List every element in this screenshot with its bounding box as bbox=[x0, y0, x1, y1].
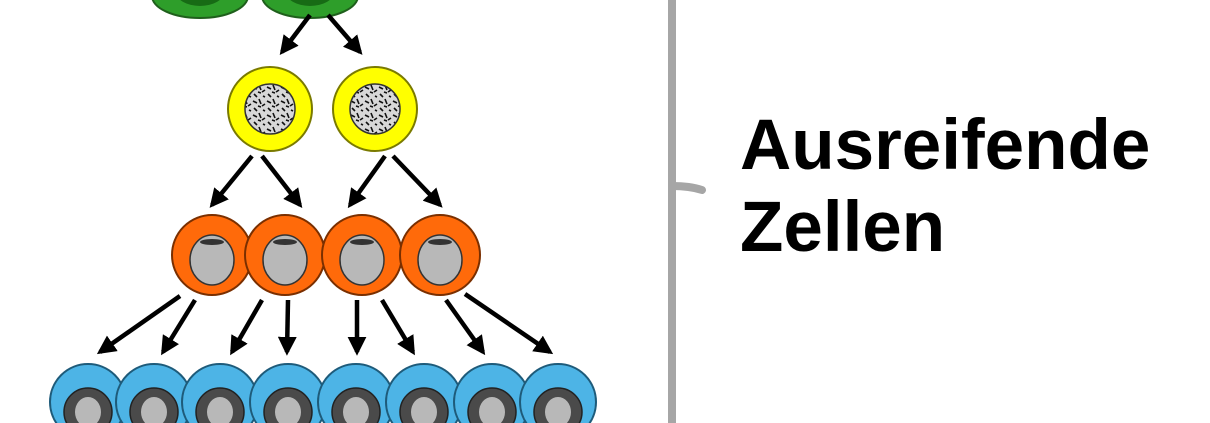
stem-cells bbox=[151, 0, 359, 19]
maturing-cells-label: Ausreifende Zellen bbox=[740, 105, 1150, 269]
arrows-tier1 bbox=[209, 154, 443, 209]
tier1-cells bbox=[227, 66, 418, 152]
label-line-2: Zellen bbox=[740, 188, 946, 267]
tier3-cells bbox=[49, 363, 597, 423]
bracket bbox=[668, 0, 706, 423]
tier2-cells bbox=[171, 214, 481, 296]
label-line-1: Ausreifende bbox=[740, 106, 1151, 185]
arrows-tier2 bbox=[96, 292, 554, 356]
arrows-tier0 bbox=[279, 13, 363, 56]
